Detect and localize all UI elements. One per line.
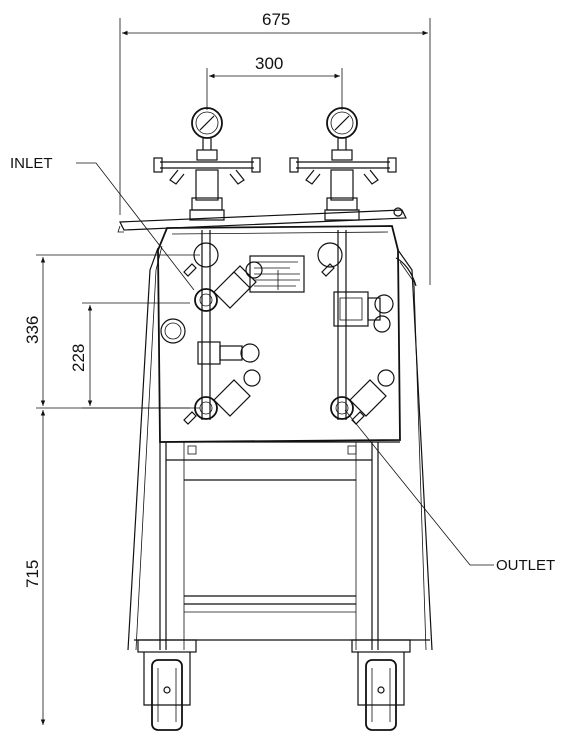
dimension-715: 715: [23, 410, 46, 725]
dim-label-675: 675: [262, 10, 290, 29]
inlet-label: INLET: [10, 155, 53, 172]
dimension-gauge-spacing: 300: [206, 54, 343, 110]
left-manifold: [153, 107, 263, 425]
dim-label-715: 715: [23, 560, 42, 588]
tank-body: [117, 207, 433, 651]
trolley-frame: [134, 442, 430, 650]
left-wheel-icon: [151, 659, 183, 731]
inlet-valve-icon: [194, 288, 218, 312]
dim-label-336: 336: [23, 316, 42, 344]
right-caster: [351, 639, 411, 731]
dimension-228: 228: [69, 302, 190, 409]
outlet-label: OUTLET: [496, 557, 555, 574]
dim-label-300: 300: [255, 54, 283, 73]
left-caster: [137, 639, 197, 731]
callout-inlet: INLET: [10, 155, 195, 291]
callout-outlet: OUTLET: [344, 409, 555, 574]
right-wheel-icon: [365, 659, 397, 731]
dimension-336: 336: [23, 254, 200, 409]
nameplate: [249, 255, 305, 293]
left-pressure-gauge-icon: [191, 107, 223, 139]
dim-label-228: 228: [69, 344, 88, 372]
right-manifold: [289, 107, 397, 425]
lower-left-valve-icon: [194, 396, 218, 420]
outlet-valve-icon: [330, 396, 354, 420]
dimension-overall-width: 675: [119, 10, 431, 285]
right-pressure-gauge-icon: [326, 107, 358, 139]
